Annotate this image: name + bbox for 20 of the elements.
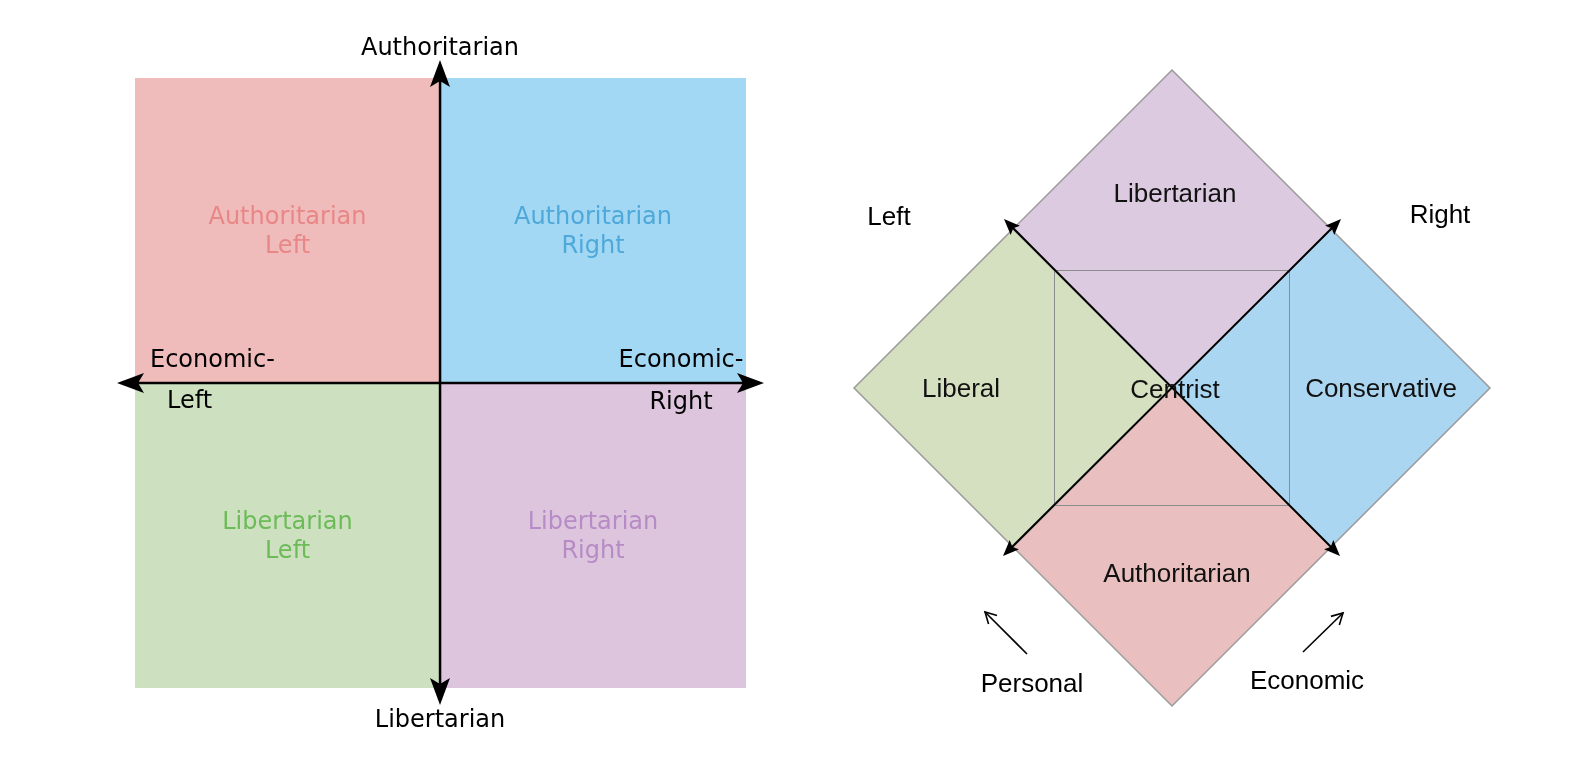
axis-label: Economic bbox=[1249, 666, 1365, 694]
region-label: Authoritarian bbox=[1103, 558, 1251, 588]
axis-label: Libertarian bbox=[374, 707, 506, 731]
axis-label: Authoritarian bbox=[361, 35, 519, 59]
region-label: Liberal bbox=[921, 373, 1001, 403]
quadrant-area bbox=[135, 383, 440, 688]
axis-label: Personal bbox=[980, 669, 1084, 697]
quadrant-area bbox=[440, 78, 746, 383]
quadrant-label: Authoritarian Right bbox=[512, 201, 673, 260]
axis-label: Economic- Right bbox=[617, 344, 745, 417]
quadrant-area bbox=[135, 78, 440, 383]
quadrant-label: Libertarian Right bbox=[526, 506, 660, 565]
quadrant-label: Libertarian Left bbox=[221, 506, 354, 565]
quadrant-area bbox=[440, 383, 746, 688]
axis-label: Left bbox=[867, 202, 911, 230]
region-label: Conservative bbox=[1305, 373, 1457, 403]
region-label: Libertarian bbox=[1113, 178, 1237, 208]
axis-label: Economic- Left bbox=[150, 344, 276, 416]
center-square bbox=[1054, 270, 1290, 506]
axis-label: Right bbox=[1409, 200, 1471, 228]
